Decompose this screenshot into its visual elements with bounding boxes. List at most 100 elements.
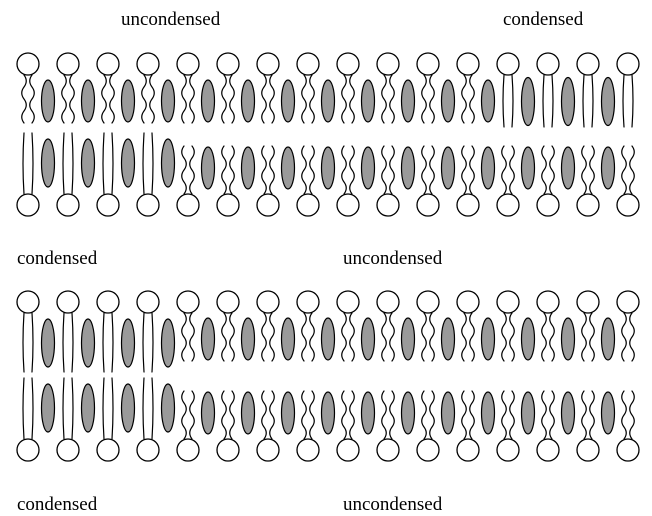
lipid-tail bbox=[270, 146, 275, 194]
lipid-head bbox=[457, 194, 479, 216]
lipid-tail bbox=[182, 75, 187, 123]
lipid-head bbox=[297, 291, 319, 313]
lipid-head bbox=[377, 291, 399, 313]
cholesterol bbox=[562, 147, 575, 189]
cholesterol bbox=[82, 319, 95, 367]
cholesterol bbox=[42, 384, 55, 432]
lipid-head bbox=[17, 194, 39, 216]
lipid-tail bbox=[22, 75, 27, 123]
lipid-head bbox=[57, 291, 79, 313]
cholesterol bbox=[602, 78, 615, 126]
cholesterol bbox=[402, 147, 415, 189]
lipid-tail bbox=[422, 146, 427, 194]
uncondensed-lipid bbox=[217, 291, 239, 361]
lipid-tail bbox=[70, 75, 75, 123]
uncondensed-lipid bbox=[257, 291, 279, 361]
uncondensed-lipid bbox=[177, 53, 199, 123]
lipid-tail bbox=[23, 378, 24, 439]
lipid-tail bbox=[190, 313, 195, 361]
lipid-head bbox=[97, 53, 119, 75]
cholesterol bbox=[402, 318, 415, 360]
condensed-lipid bbox=[17, 291, 39, 372]
uncondensed-lipid bbox=[417, 391, 439, 461]
cholesterol bbox=[322, 80, 335, 122]
cholesterol bbox=[242, 80, 255, 122]
cholesterol bbox=[162, 139, 175, 187]
lipid-head bbox=[537, 439, 559, 461]
cholesterol bbox=[442, 80, 455, 122]
cholesterol bbox=[202, 318, 215, 360]
uncondensed-lipid bbox=[377, 391, 399, 461]
lipid-tail bbox=[550, 146, 555, 194]
uncondensed-lipid bbox=[377, 291, 399, 361]
cholesterol bbox=[122, 319, 135, 367]
cholesterol bbox=[322, 392, 335, 434]
condensed-lipid bbox=[97, 291, 119, 372]
lipid-tail bbox=[470, 75, 475, 123]
lipid-head bbox=[457, 53, 479, 75]
lipid-tail bbox=[342, 391, 347, 439]
lipid-head bbox=[337, 194, 359, 216]
lipid-tail bbox=[230, 391, 235, 439]
lipid-tail bbox=[143, 313, 144, 372]
lipid-tail bbox=[143, 378, 144, 439]
lipid-tail bbox=[502, 391, 507, 439]
lipid-tail bbox=[630, 146, 635, 194]
lipid-tail bbox=[222, 313, 227, 361]
lipid-tail bbox=[462, 391, 467, 439]
lipid-tail bbox=[632, 75, 633, 127]
lipid-head bbox=[337, 53, 359, 75]
lipid-tail bbox=[422, 391, 427, 439]
uncondensed-lipid bbox=[257, 391, 279, 461]
lipid-head bbox=[457, 439, 479, 461]
lipid-head bbox=[217, 439, 239, 461]
lipid-head bbox=[537, 291, 559, 313]
cholesterol bbox=[322, 147, 335, 189]
uncondensed-lipid bbox=[217, 53, 239, 123]
lipid-tail bbox=[152, 378, 153, 439]
lipid-head bbox=[257, 291, 279, 313]
lipid-tail bbox=[190, 75, 195, 123]
lipid-tail bbox=[590, 146, 595, 194]
lipid-tail bbox=[623, 75, 624, 127]
lipid-tail bbox=[112, 133, 113, 194]
lipid-tail bbox=[512, 75, 513, 127]
lipid-tail bbox=[112, 313, 113, 372]
lipid-tail bbox=[32, 378, 33, 439]
lipid-head bbox=[497, 53, 519, 75]
lipid-tail bbox=[310, 391, 315, 439]
lipid-tail bbox=[72, 133, 73, 194]
condensed-lipid bbox=[577, 53, 599, 127]
lipid-tail bbox=[350, 75, 355, 123]
lipid-head bbox=[57, 439, 79, 461]
cholesterol bbox=[282, 80, 295, 122]
label-middle-condensed: condensed bbox=[17, 248, 98, 269]
cholesterol bbox=[322, 318, 335, 360]
lipid-tail bbox=[270, 75, 275, 123]
cholesterol bbox=[402, 392, 415, 434]
cholesterol bbox=[282, 318, 295, 360]
cholesterol bbox=[242, 318, 255, 360]
lipid-tail bbox=[550, 313, 555, 361]
lipid-tail bbox=[510, 146, 515, 194]
lipid-tail bbox=[622, 146, 627, 194]
lipid-head bbox=[577, 291, 599, 313]
lipid-tail bbox=[230, 313, 235, 361]
lipid-tail bbox=[63, 313, 64, 372]
lipid-head bbox=[457, 291, 479, 313]
lipid-tail bbox=[270, 313, 275, 361]
lipid-head bbox=[177, 194, 199, 216]
cholesterol bbox=[42, 80, 55, 122]
cholesterol bbox=[482, 147, 495, 189]
lipid-tail bbox=[103, 133, 104, 194]
lipid-head bbox=[257, 194, 279, 216]
bottom-bilayer bbox=[17, 291, 639, 461]
lipid-head bbox=[617, 53, 639, 75]
lipid-tail bbox=[630, 391, 635, 439]
uncondensed-lipid bbox=[337, 291, 359, 361]
uncondensed-lipid bbox=[337, 53, 359, 123]
uncondensed-lipid bbox=[297, 391, 319, 461]
cholesterol bbox=[562, 392, 575, 434]
lipid-tail bbox=[152, 133, 153, 194]
lipid-tail bbox=[302, 146, 307, 194]
